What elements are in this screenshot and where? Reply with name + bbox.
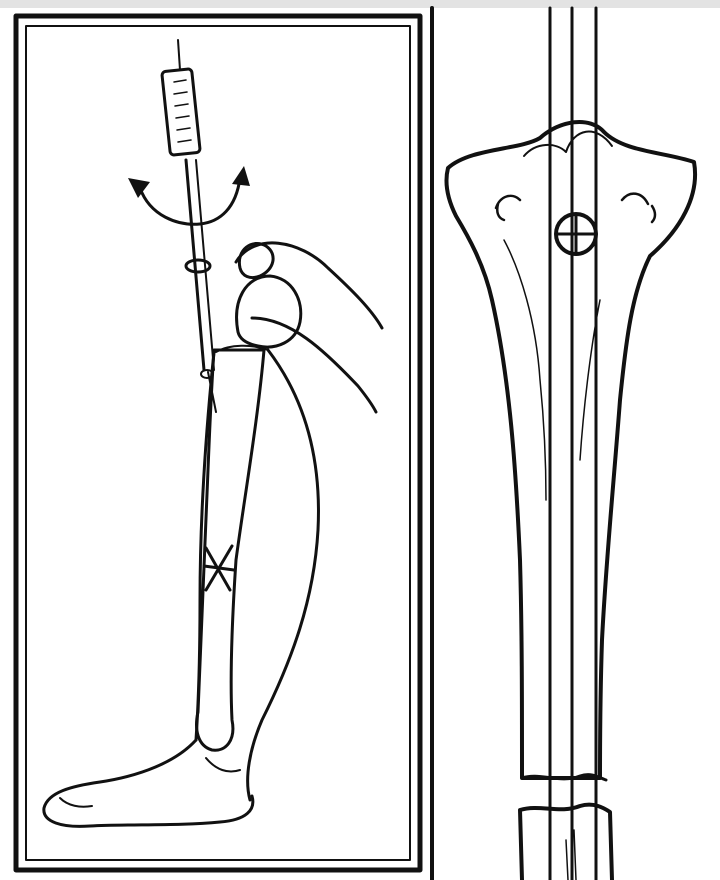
fracture-mark [204,546,234,590]
drill-handle [162,69,201,156]
right-panel [446,8,695,880]
medullary-line-left [504,240,546,500]
calf-outline-back [248,350,319,800]
guide-wire-shaft [186,160,204,370]
guide-wire-top [178,40,180,70]
drill-handle-grip [174,80,191,142]
left-panel [16,16,420,870]
crosshair-target-icon [556,214,596,254]
femoral-condyle [237,276,301,347]
foot-outline [44,740,253,826]
left-panel-inner-frame [26,26,410,860]
thigh-outline-upper [236,243,382,328]
plateau-detail [524,132,612,156]
left-panel-outer-frame [16,16,420,870]
ankle-detail [206,758,240,772]
condyle-detail-left [496,196,520,220]
thigh-outline-lower [252,318,376,412]
patella [239,243,273,277]
wire-collar [186,260,210,272]
top-strip [0,0,720,8]
toe-detail [60,798,92,807]
condyle-detail-right [622,194,655,222]
